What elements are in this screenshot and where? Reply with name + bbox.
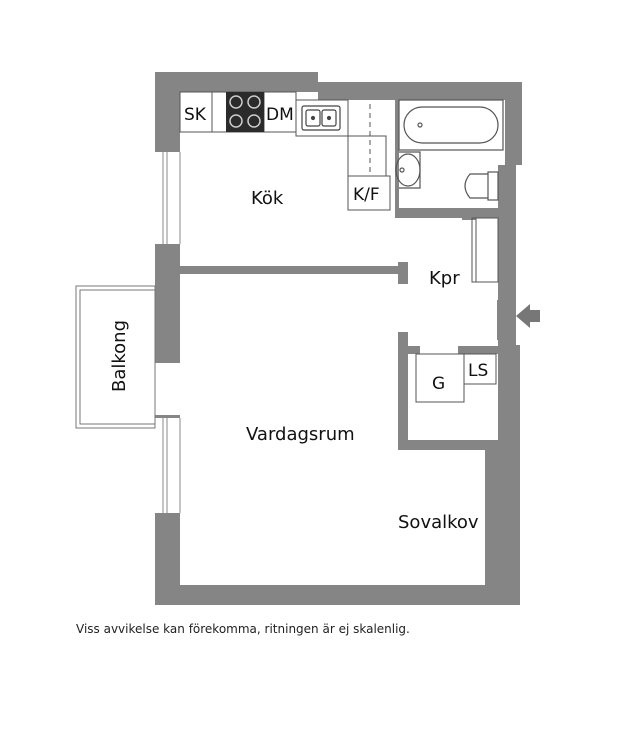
toilet-icon [464, 171, 499, 201]
room-label-balcony: Balkong [109, 320, 130, 392]
outer-walls [155, 72, 522, 605]
closet-interior [415, 353, 497, 403]
window-lower [155, 418, 181, 513]
balcony-door [155, 363, 180, 415]
window-upper [155, 152, 181, 244]
bathtub-icon [398, 99, 504, 151]
wall-stub [155, 513, 180, 533]
entrance-arrow-icon [516, 304, 540, 328]
fixture-label-fridge: K/F [353, 185, 380, 205]
room-label-living: Vardagsrum [246, 424, 355, 445]
fixture-label-linen: LS [468, 361, 488, 381]
balcony-outline [75, 285, 156, 429]
closet-walls [398, 332, 498, 450]
fixture-label-dishwasher: DM [266, 105, 294, 125]
room-label-hall: Kpr [429, 268, 460, 289]
partition-post [398, 262, 408, 284]
washbasin-icon [395, 151, 421, 189]
wall-stub [155, 244, 180, 274]
room-label-bedroom: Sovalkov [398, 512, 479, 533]
partition-wall [180, 266, 400, 274]
disclaimer-note: Viss avvikelse kan förekomma, ritningen … [76, 622, 410, 636]
stove-icon [226, 92, 264, 132]
fixture-label-wardrobe: SK [184, 105, 207, 125]
room-label-kitchen: Kök [251, 188, 284, 209]
fixture-label-closet: G [432, 374, 445, 394]
sink-icon [301, 105, 341, 131]
hall-cabinet [471, 217, 499, 283]
wall-post [462, 208, 476, 220]
bathroom-walls [395, 100, 498, 218]
wall-stub [155, 274, 180, 363]
